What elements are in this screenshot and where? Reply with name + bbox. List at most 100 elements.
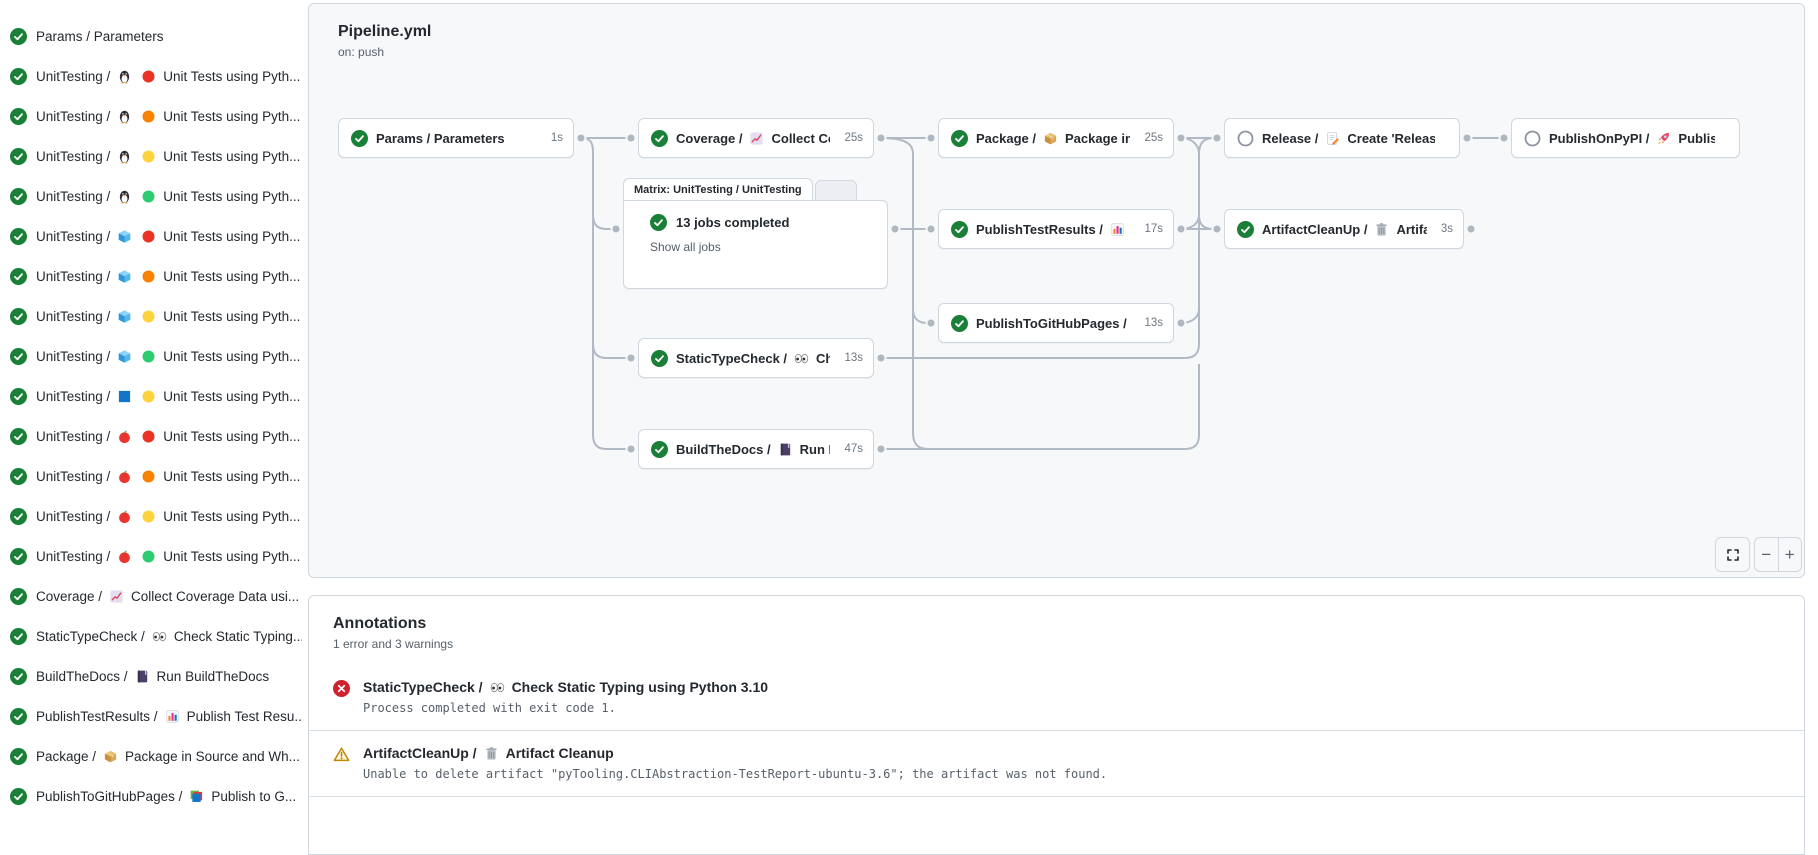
- label-text: Unit Tests using Pyth...: [163, 508, 301, 524]
- label-text: Unit Tests using Pyth...: [163, 188, 301, 204]
- annotation-job-title[interactable]: StaticTypeCheck /Check Static Typing usi…: [363, 679, 768, 695]
- matrix-card[interactable]: 13 jobs completed Show all jobs: [623, 200, 888, 289]
- sidebar-job-item[interactable]: UnitTesting /Unit Tests using Pyth...: [0, 336, 306, 376]
- label-text: UnitTesting /: [36, 188, 111, 204]
- label-text: Publish to ...: [1678, 130, 1715, 146]
- blue-cube-icon: [117, 309, 132, 324]
- label-text: Artifac...: [1396, 221, 1427, 237]
- label-text: UnitTesting /: [36, 308, 111, 324]
- penguin-icon: [117, 109, 132, 124]
- sidebar-job-item[interactable]: UnitTesting /Unit Tests using Pyth...: [0, 136, 306, 176]
- job-duration: 25s: [1144, 132, 1163, 144]
- job-duration: 1s: [550, 132, 563, 144]
- warning-icon: [333, 746, 350, 763]
- success-icon: [10, 227, 27, 245]
- label-text: Unit Tests using Pyth...: [163, 268, 301, 284]
- job-node-artifactcleanup[interactable]: ArtifactCleanUp /Artifac...3s: [1224, 209, 1464, 249]
- success-icon: [951, 129, 968, 147]
- label-text: PublishToGitHubPages /: [976, 315, 1127, 331]
- annotations-title: Annotations: [333, 615, 427, 632]
- notebook-icon: [778, 442, 793, 457]
- success-icon: [1237, 220, 1254, 238]
- trash-icon: [484, 746, 499, 761]
- sidebar-job-item[interactable]: UnitTesting /Unit Tests using Pyth...: [0, 376, 306, 416]
- apple-icon: [117, 429, 132, 444]
- sidebar-job-label: UnitTesting / Unit Tests using Pyth...: [36, 189, 300, 204]
- success-icon: [10, 627, 27, 645]
- sidebar-job-item[interactable]: PublishTestResults /Publish Test Resu...: [0, 696, 306, 736]
- job-node-statictypecheck[interactable]: StaticTypeCheck /Chec...13s: [638, 338, 874, 378]
- dot-green-icon: [141, 189, 156, 204]
- annotations-list: StaticTypeCheck /Check Static Typing usi…: [309, 665, 1804, 797]
- job-node-package[interactable]: Package /Package in So...25s: [938, 118, 1174, 158]
- blue-square-icon: [117, 389, 132, 404]
- job-node-publishonpypi[interactable]: PublishOnPyPI /Publish to ...: [1511, 118, 1740, 158]
- label-text: Package in So...: [1065, 130, 1131, 146]
- sidebar-job-item[interactable]: StaticTypeCheck /Check Static Typing...: [0, 616, 306, 656]
- sidebar-job-item[interactable]: UnitTesting /Unit Tests using Pyth...: [0, 496, 306, 536]
- sidebar-job-label: UnitTesting /Unit Tests using Pyth...: [36, 469, 300, 484]
- job-node-buildthedocs[interactable]: BuildTheDocs /Run Buil...47s: [638, 429, 874, 469]
- sidebar-job-label: UnitTesting /Unit Tests using Pyth...: [36, 509, 300, 524]
- sidebar-job-item[interactable]: UnitTesting / Unit Tests using Pyth...: [0, 176, 306, 216]
- job-node-coverage[interactable]: Coverage /Collect Cove...25s: [638, 118, 874, 158]
- sidebar-job-item[interactable]: UnitTesting /Unit Tests using Pyth...: [0, 56, 306, 96]
- zoom-out-button[interactable]: −: [1754, 537, 1778, 572]
- label-text: Unit Tests using Pyth...: [163, 148, 301, 164]
- job-node-publishtestresults[interactable]: PublishTestResults /Pu...17s: [938, 209, 1174, 249]
- bar-chart-icon: [1110, 222, 1125, 237]
- job-duration: 3s: [1440, 223, 1453, 235]
- penguin-icon: [117, 189, 132, 204]
- success-icon: [650, 214, 667, 231]
- job-node-params[interactable]: Params / Parameters 1s: [338, 118, 574, 158]
- sidebar-job-item[interactable]: UnitTesting /Unit Tests using Pyth...: [0, 416, 306, 456]
- label-text: Collect Coverage Data usi...: [131, 588, 300, 604]
- sidebar-job-item[interactable]: Params / Parameters: [0, 16, 306, 56]
- sidebar-job-label: StaticTypeCheck /Check Static Typing...: [36, 629, 302, 644]
- notebook-icon: [135, 669, 150, 684]
- label-text: Params / Parameters: [376, 130, 505, 146]
- success-icon: [651, 440, 668, 458]
- label-text: Unit Tests using Pyth...: [163, 308, 301, 324]
- eyes-icon: [794, 351, 809, 366]
- success-icon: [10, 787, 27, 805]
- sidebar-job-item[interactable]: UnitTesting / Unit Tests using Pyth...: [0, 296, 306, 336]
- matrix-tab-label[interactable]: Matrix: UnitTesting / UnitTesting: [623, 178, 813, 201]
- success-icon: [10, 107, 27, 125]
- sidebar-job-item[interactable]: UnitTesting /Unit Tests using Pyth...: [0, 536, 306, 576]
- fullscreen-icon: [1725, 547, 1741, 563]
- zoom-in-button[interactable]: +: [1777, 537, 1802, 572]
- label-text: BuildTheDocs /: [676, 441, 771, 457]
- success-icon: [951, 314, 968, 332]
- sidebar-job-item[interactable]: UnitTesting /Unit Tests using Pyth...: [0, 216, 306, 256]
- sidebar-job-item[interactable]: UnitTesting /Unit Tests using Pyth...: [0, 96, 306, 136]
- sidebar-job-item[interactable]: BuildTheDocs /Run BuildTheDocs: [0, 656, 306, 696]
- label-text: Artifact Cleanup: [505, 745, 614, 761]
- job-node-label: Release / Create 'Release P...: [1262, 131, 1435, 146]
- sidebar-job-label: UnitTesting /Unit Tests using Pyth...: [36, 109, 300, 124]
- job-node-publishtogithubpages[interactable]: PublishToGitHubPages /...13s: [938, 303, 1174, 343]
- sidebar-job-item[interactable]: Package /Package in Source and Wh...: [0, 736, 306, 776]
- sidebar-job-item[interactable]: UnitTesting /Unit Tests using Pyth...: [0, 256, 306, 296]
- fullscreen-button[interactable]: [1715, 537, 1750, 572]
- sidebar-job-label: UnitTesting /Unit Tests using Pyth...: [36, 389, 300, 404]
- label-text: StaticTypeCheck /: [36, 628, 145, 644]
- sidebar-job-item[interactable]: Coverage /Collect Coverage Data usi...: [0, 576, 306, 616]
- job-duration: 17s: [1144, 223, 1163, 235]
- annotation-error-row: StaticTypeCheck /Check Static Typing usi…: [309, 665, 1804, 731]
- graph-edges: [575, 132, 1510, 455]
- success-icon: [951, 220, 968, 238]
- label-text: Release /: [1262, 130, 1319, 146]
- label-text: Publish to G...: [211, 788, 297, 804]
- job-node-release[interactable]: Release / Create 'Release P...: [1224, 118, 1460, 158]
- annotation-job-title[interactable]: ArtifactCleanUp /Artifact Cleanup: [363, 745, 1107, 761]
- sidebar-job-item[interactable]: UnitTesting /Unit Tests using Pyth...: [0, 456, 306, 496]
- show-all-jobs-link[interactable]: Show all jobs: [650, 240, 721, 254]
- matrix-summary-text: 13 jobs completed: [676, 215, 790, 230]
- label-text: Create 'Release P...: [1347, 130, 1435, 146]
- label-text: Unit Tests using Pyth...: [163, 388, 301, 404]
- blue-cube-icon: [117, 349, 132, 364]
- sidebar-job-item[interactable]: PublishToGitHubPages /Publish to G...: [0, 776, 306, 815]
- annotation-message: Process completed with exit code 1.: [363, 701, 616, 715]
